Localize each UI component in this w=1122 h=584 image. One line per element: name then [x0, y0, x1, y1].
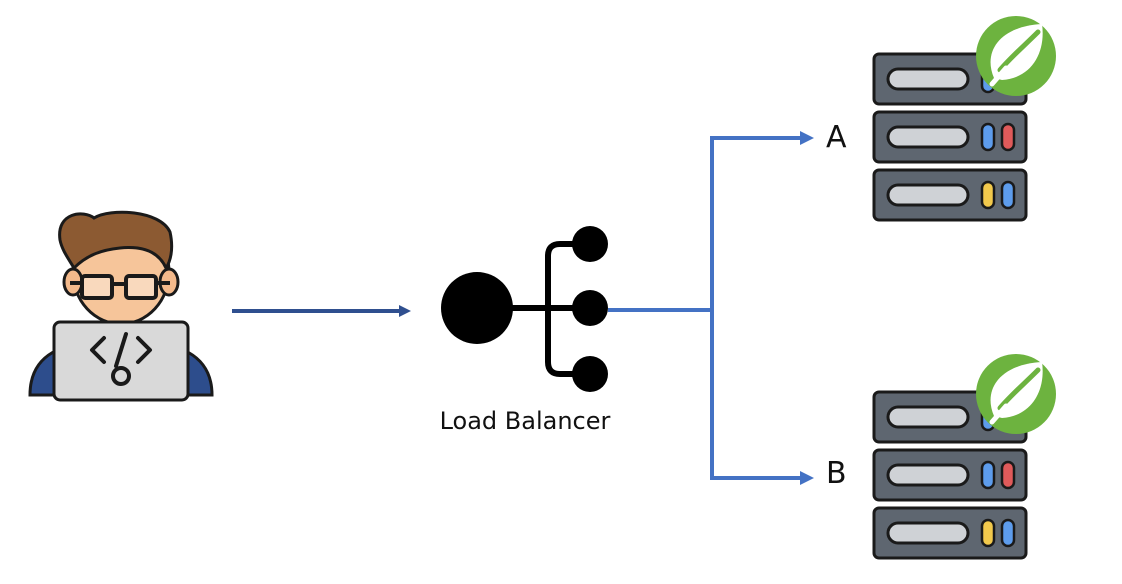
spring-leaf-icon: [976, 16, 1056, 96]
load-balancer-icon: [441, 226, 608, 392]
request-arrow: [232, 305, 411, 317]
routing-arrows: [608, 131, 814, 485]
server-b-label: B: [826, 456, 847, 491]
developer-laptop-icon: [28, 210, 214, 402]
server-a-label: A: [826, 120, 847, 155]
spring-leaf-icon: [976, 354, 1056, 434]
load-balancer-label: Load Balancer: [439, 407, 611, 435]
